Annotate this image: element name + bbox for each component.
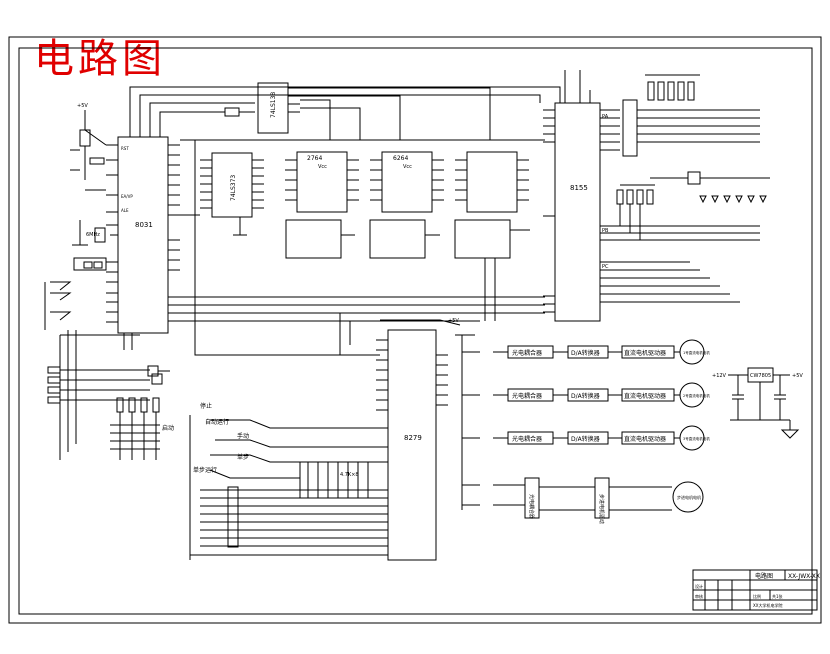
driver-2-label: 直流电机驱动器 <box>624 392 666 400</box>
ppi-label: 8155 <box>570 184 588 192</box>
vcc-label-2: +5V <box>448 318 459 324</box>
crystal <box>94 227 106 243</box>
sheet-inner-border <box>18 47 813 615</box>
eprom-chip <box>296 151 348 213</box>
opto-1-label: 光电耦合器 <box>512 349 542 357</box>
mem3-chip <box>466 151 518 213</box>
in12-label: +12V <box>712 373 727 379</box>
reg-label: CW7805 <box>750 373 771 379</box>
dac-1-label: D/A转换器 <box>571 349 600 357</box>
ram-label: 6264 <box>393 155 408 162</box>
driver-1-label: 直流电机驱动器 <box>624 349 666 357</box>
decoder-label: 74LS138 <box>270 92 277 118</box>
ram-chip <box>381 151 433 213</box>
dac-3-label: D/A转换器 <box>571 435 600 443</box>
resistor-r1 <box>224 107 240 117</box>
vcc-label-3: +5V <box>792 373 803 379</box>
ram-sub <box>369 219 426 259</box>
ppi-port-lines <box>600 109 760 303</box>
titleblock-scale: 比例 <box>753 593 761 599</box>
mcu-chip <box>117 136 169 334</box>
ram-vcc: Vcc <box>403 164 412 170</box>
dac-2-label: D/A转换器 <box>571 392 600 400</box>
titleblock-row2: 审核 <box>695 593 703 599</box>
ppi-port-b: PB <box>602 228 609 234</box>
sheet-border <box>8 36 822 624</box>
opto-4-label: 光电耦合器 <box>528 494 535 519</box>
motor-3 <box>679 425 705 451</box>
ppi-port-c: PC <box>602 264 609 270</box>
switch-step-label: 单步 <box>237 453 249 461</box>
mcu-pins <box>106 144 545 323</box>
opto-2-label: 光电耦合器 <box>512 392 542 400</box>
vcc-label-1: +5V <box>77 103 88 109</box>
titleblock-school: XX大学机电学院 <box>753 602 782 608</box>
motor-1-label: 1号直流电机电机 <box>683 350 710 355</box>
switch-manual-label: 手动 <box>237 432 249 440</box>
titleblock-name: 电路图 <box>755 572 773 580</box>
key-rows <box>190 486 388 556</box>
kbd-label: 8279 <box>404 434 422 442</box>
opto-4 <box>524 477 540 519</box>
mem3-sub <box>454 219 511 259</box>
motor-4 <box>672 481 704 513</box>
switch-start-label: 启动 <box>162 424 174 432</box>
eprom-label: 2764 <box>307 155 322 162</box>
opto-3-label: 光电耦合器 <box>512 435 542 443</box>
eprom-sub <box>285 219 342 259</box>
motor-3-label: 3号直流电机电机 <box>683 436 710 441</box>
mcu-label: 8031 <box>135 221 153 229</box>
resnet-label: 4.7K×8 <box>340 472 359 478</box>
crystal-label: 6MHz <box>86 232 100 238</box>
motor-1 <box>679 339 705 365</box>
diagram-title: 电路图 <box>34 36 166 82</box>
titleblock-row1: 设计 <box>695 583 703 589</box>
ppi-chip <box>554 102 601 322</box>
mcu-pin-ea: EA/VP <box>121 194 133 199</box>
kbd-chip <box>387 329 437 561</box>
switch-single-label: 单步运行 <box>193 466 217 474</box>
motor-2-label: 2号直流电机电机 <box>683 393 710 398</box>
ppi-port-a: PA <box>602 114 609 120</box>
motor-4-label: 步进电机电机 <box>677 494 701 500</box>
stepper-driver-label: 步进电机驱动 <box>598 494 605 524</box>
seg-chip <box>687 171 701 185</box>
mcu-pin-rst: RST <box>121 146 129 151</box>
stepper-driver <box>594 477 610 519</box>
latch-label: 74LS373 <box>230 175 237 201</box>
titleblock-code: XX-JWX-XX <box>788 573 820 580</box>
driver-3-label: 直流电机驱动器 <box>624 435 666 443</box>
latch-chip <box>211 152 253 218</box>
diode-row <box>699 195 767 204</box>
resistor-pack-top <box>622 99 638 157</box>
switch-stop-label: 停止 <box>200 402 212 410</box>
mcu-pin-ale: ALE <box>121 208 129 213</box>
motor-2 <box>679 382 705 408</box>
titleblock-sheet: 共1张 <box>772 593 783 599</box>
decoder-chip <box>257 82 289 134</box>
switch-auto-label: 自动运行 <box>205 418 229 426</box>
eprom-vcc: Vcc <box>318 164 327 170</box>
